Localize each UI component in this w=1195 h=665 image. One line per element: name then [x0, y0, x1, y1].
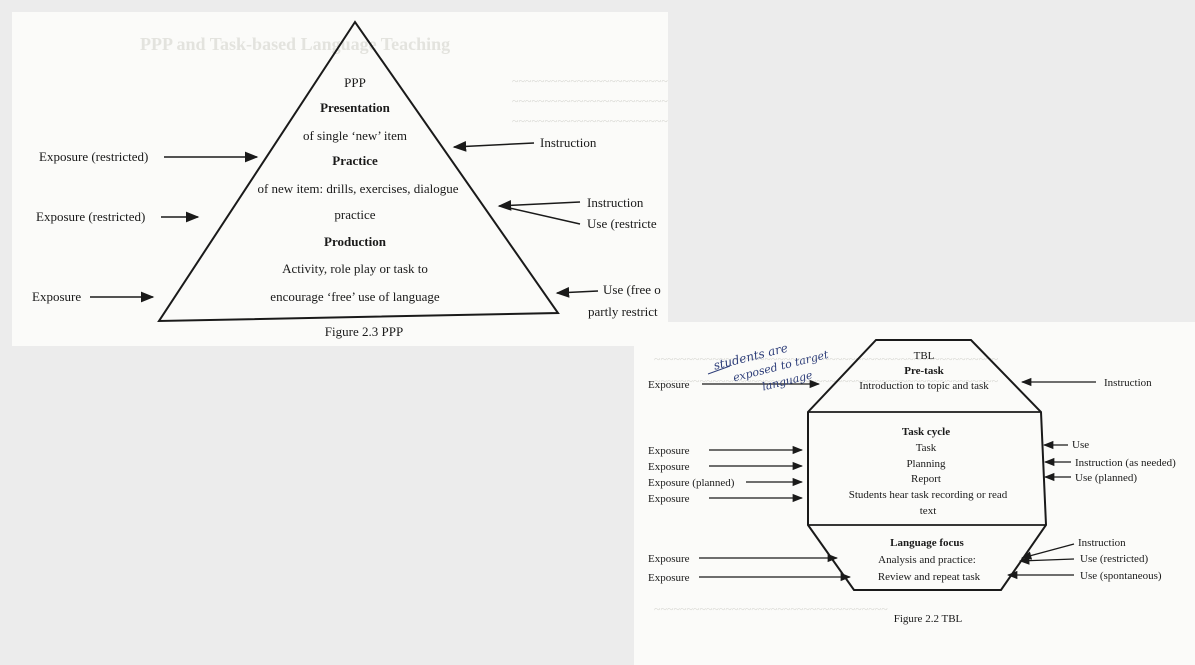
tbl-right-label: Use (planned) [1075, 472, 1137, 484]
tbl-diagram: TBL Pre-task Introduction to topic and t… [648, 339, 1176, 625]
taskcycle-item: Report [911, 473, 941, 485]
handwritten-arrow [707, 365, 731, 375]
tbl-left-label: Exposure [648, 493, 690, 505]
ppp-page: PPP and Task-based Language Teaching ~~~… [12, 12, 668, 346]
focus-heading: Language focus [890, 537, 964, 549]
tbl-left-label: Exposure [648, 461, 690, 473]
tbl-right-label: Use [1072, 439, 1089, 451]
pretask-body: Introduction to topic and task [859, 380, 989, 392]
presentation-body: of single ‘new’ item [303, 128, 407, 143]
tbl-page: ~~~~~~~~~~~~~~~~~~~~~~~~~~~~~~~~~~~~~~~~… [634, 322, 1195, 665]
ppp-right-label: Use (restricte [587, 216, 657, 231]
tbl-right-label: Instruction (as needed) [1075, 457, 1176, 469]
ppp-right-label: partly restrict [588, 304, 658, 319]
bleed-through-line: ~~~~~~~~~~~~~~~~~~~~~~~~ [512, 74, 668, 88]
ppp-triangle [157, 20, 560, 323]
taskcycle-item: Task [916, 442, 937, 454]
handwritten-note: students are exposed to target language [712, 341, 830, 394]
arrow [452, 140, 535, 152]
practice-heading: Practice [332, 153, 378, 168]
ppp-left-label: Exposure [32, 289, 81, 304]
bleed-through-title: PPP and Task-based Language Teaching [140, 34, 451, 54]
tbl-top-label: TBL [914, 350, 935, 362]
tbl-left-label: Exposure (planned) [648, 477, 735, 489]
arrow [497, 200, 581, 211]
ppp-left-label: Exposure (restricted) [36, 209, 145, 224]
ppp-right-label: Instruction [540, 135, 597, 150]
ppp-caption: Figure 2.3 PPP [325, 324, 403, 339]
taskcycle-item: Students hear task recording or read [849, 489, 1008, 501]
ppp-right-label: Use (free o [603, 282, 661, 297]
tbl-right-label: Instruction [1078, 537, 1126, 549]
arrow [500, 205, 581, 225]
production-heading: Production [324, 234, 387, 249]
focus-item: Review and repeat task [878, 571, 981, 583]
bleed-through-line: ~~~~~~~~~~~~~~~~~~~~~~~~ [512, 94, 668, 108]
focus-item: Analysis and practice: [878, 554, 976, 566]
tbl-left-label: Exposure [648, 445, 690, 457]
arrow [1018, 556, 1075, 565]
arrow [1020, 543, 1075, 560]
tbl-right-label: Use (restricted) [1080, 553, 1148, 565]
tbl-left-label: Exposure [648, 553, 690, 565]
taskcycle-item: text [920, 505, 937, 517]
ppp-diagram: PPP Presentation of single ‘new’ item Pr… [32, 20, 661, 339]
production-body: encourage ‘free’ use of language [270, 289, 440, 304]
ppp-left-label: Exposure (restricted) [39, 149, 148, 164]
arrow [555, 287, 599, 298]
tbl-left-label: Exposure [648, 379, 690, 391]
bleed-through-line: ~~~~~~~~~~~~~~~~~~~~~~~~~~~~~~~~~~~~ [654, 602, 888, 616]
ppp-right-label: Instruction [587, 195, 644, 210]
bleed-through-line: ~~~~~~~~~~~~~~~~~~~~~~~~ [512, 114, 668, 128]
tbl-right-label: Use (spontaneous) [1080, 570, 1162, 582]
presentation-heading: Presentation [320, 100, 391, 115]
taskcycle-heading: Task cycle [902, 426, 950, 438]
tbl-right-label: Instruction [1104, 377, 1152, 389]
taskcycle-item: Planning [906, 458, 946, 470]
tbl-octagon [807, 339, 1048, 591]
practice-body: practice [334, 207, 375, 222]
production-body: Activity, role play or task to [282, 261, 428, 276]
tbl-caption: Figure 2.2 TBL [894, 613, 963, 625]
practice-body: of new item: drills, exercises, dialogue [257, 181, 458, 196]
bleed-through-line: ~~~~~~~~~~~~~~~~~~~~~~~~~~~~~~~~~~~~~~~~… [654, 352, 999, 366]
pretask-heading: Pre-task [904, 365, 944, 377]
ppp-top-label: PPP [344, 75, 366, 90]
tbl-left-label: Exposure [648, 572, 690, 584]
